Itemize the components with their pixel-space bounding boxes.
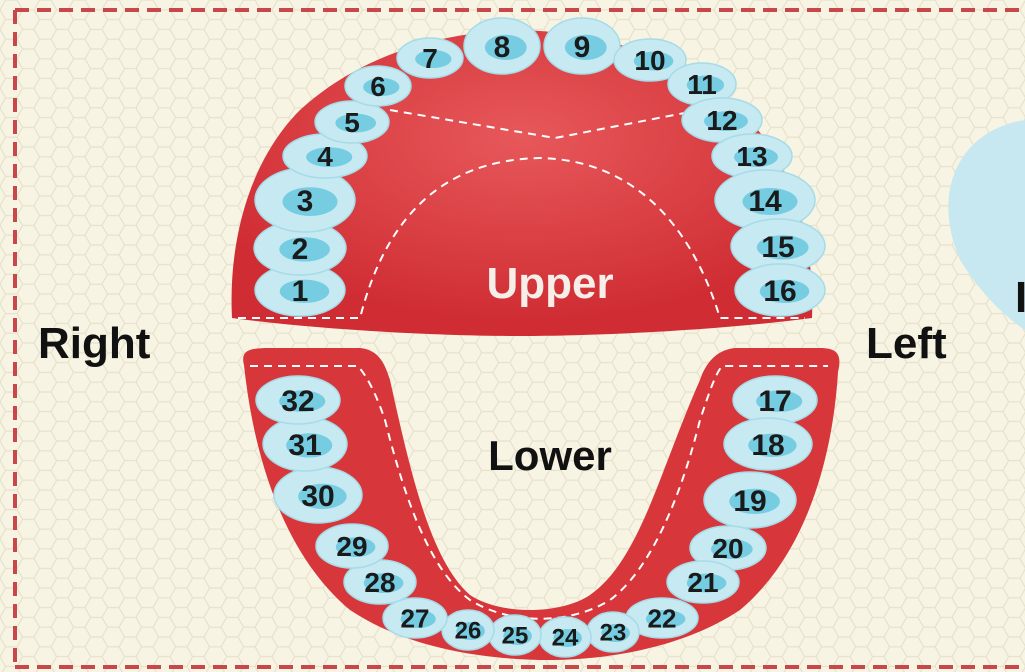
tooth-number: 23 <box>600 620 627 647</box>
tooth-number: 24 <box>552 625 579 652</box>
tooth-number: 27 <box>401 603 430 633</box>
tooth-7: 7 <box>397 38 463 78</box>
tooth-number: 31 <box>288 429 321 462</box>
tooth-25: 25 <box>489 615 541 655</box>
tooth-number: 8 <box>494 31 511 64</box>
tooth-21: 21 <box>667 561 739 603</box>
tooth-number: 25 <box>502 623 529 650</box>
tooth-26: 26 <box>442 610 494 650</box>
tooth-30: 30 <box>274 467 362 523</box>
tooth-number: 1 <box>292 275 309 308</box>
tooth-number: 17 <box>758 385 791 418</box>
tooth-number: 10 <box>634 45 665 76</box>
tooth-number: 7 <box>422 43 438 74</box>
tooth-27: 27 <box>383 598 447 638</box>
tooth-number: 14 <box>748 185 782 218</box>
tooth-3: 3 <box>255 168 355 232</box>
tooth-number: 9 <box>574 31 591 64</box>
tooth-number: 5 <box>344 107 360 138</box>
tooth-23: 23 <box>587 612 639 652</box>
tooth-number: 15 <box>761 231 794 264</box>
tooth-18: 18 <box>724 418 812 470</box>
tooth-6: 6 <box>345 66 411 106</box>
tooth-number: 4 <box>317 141 333 172</box>
tooth-number: 11 <box>687 69 717 100</box>
tooth-number: 16 <box>763 275 796 308</box>
tooth-number: 12 <box>706 105 737 136</box>
tooth-number: 19 <box>733 485 766 518</box>
tooth-19: 19 <box>704 472 796 528</box>
tooth-number: 26 <box>455 618 482 645</box>
tooth-number: 21 <box>687 567 718 598</box>
tooth-number: 18 <box>751 429 784 462</box>
cutoff-letter: I <box>1015 273 1025 322</box>
tooth-8: 8 <box>464 18 540 74</box>
tooth-16: 16 <box>735 264 825 316</box>
tooth-29: 29 <box>316 524 388 568</box>
tooth-number: 29 <box>336 531 367 562</box>
tooth-number: 6 <box>370 71 386 102</box>
tooth-number: 28 <box>364 567 395 598</box>
tooth-32: 32 <box>256 376 340 424</box>
right-label: Right <box>38 319 151 368</box>
tooth-number: 22 <box>648 603 677 633</box>
tooth-number: 3 <box>297 185 314 218</box>
tooth-17: 17 <box>733 376 817 424</box>
tooth-24: 24 <box>539 617 591 657</box>
left-label: Left <box>866 319 947 368</box>
tooth-number: 30 <box>301 480 334 513</box>
tooth-number: 20 <box>712 533 743 564</box>
tooth-number: 13 <box>736 141 767 172</box>
tooth-5: 5 <box>315 101 389 143</box>
upper-label: Upper <box>486 259 613 308</box>
tooth-9: 9 <box>544 18 620 74</box>
tooth-number: 32 <box>281 385 314 418</box>
tooth-number: 2 <box>292 233 309 266</box>
tooth-31: 31 <box>263 417 347 471</box>
lower-label: Lower <box>488 432 612 479</box>
